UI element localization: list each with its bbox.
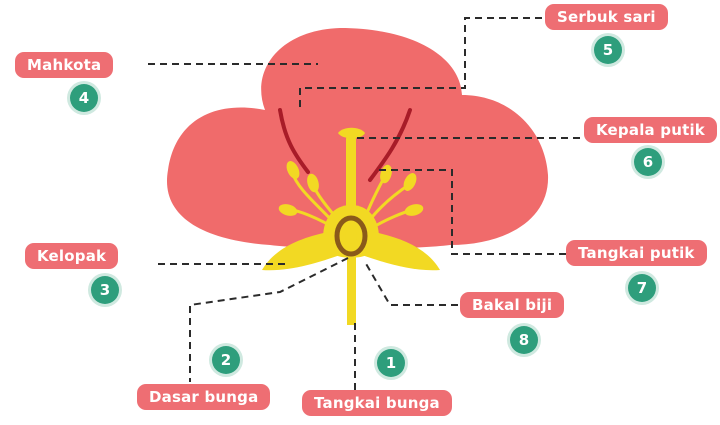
label-kelopak: Kelopak [25, 243, 119, 269]
badge-3: 3 [91, 276, 119, 304]
ovule-core [345, 228, 357, 244]
leader-5 [299, 17, 542, 110]
badge-4: 4 [70, 84, 98, 112]
badge-8: 8 [510, 326, 538, 354]
anther-4 [403, 173, 417, 191]
label-bakal-biji: Bakal biji [460, 292, 565, 318]
badge-5: 5 [594, 36, 622, 64]
flower-stalk [347, 255, 356, 325]
anther-filament-left [278, 108, 310, 174]
label-dasar-bunga: Dasar bunga [137, 384, 271, 410]
sepal-right [362, 232, 440, 271]
label-mahkota: Mahkota [15, 52, 114, 78]
stigma [338, 127, 365, 139]
label-tangkai-putik: Tangkai putik [566, 240, 707, 266]
badge-6: 6 [634, 148, 662, 176]
ovule-ring [334, 215, 368, 257]
sepal-left [262, 232, 340, 271]
label-serbuk-sari: Serbuk sari [545, 4, 668, 30]
leader-2 [189, 257, 349, 382]
style [346, 135, 356, 215]
leader-7 [375, 169, 566, 255]
anther-5 [404, 204, 424, 216]
badge-1: 1 [377, 349, 405, 377]
badge-7: 7 [628, 274, 656, 302]
anther-filament-right [368, 108, 412, 182]
leader-8 [364, 261, 458, 306]
badge-2: 2 [212, 346, 240, 374]
anther-2 [278, 204, 298, 216]
label-tangkai-bunga: Tangkai bunga [302, 390, 452, 416]
anther-3 [307, 173, 319, 193]
anther-1 [286, 161, 300, 179]
label-kepala-putik: Kepala putik [584, 117, 717, 143]
